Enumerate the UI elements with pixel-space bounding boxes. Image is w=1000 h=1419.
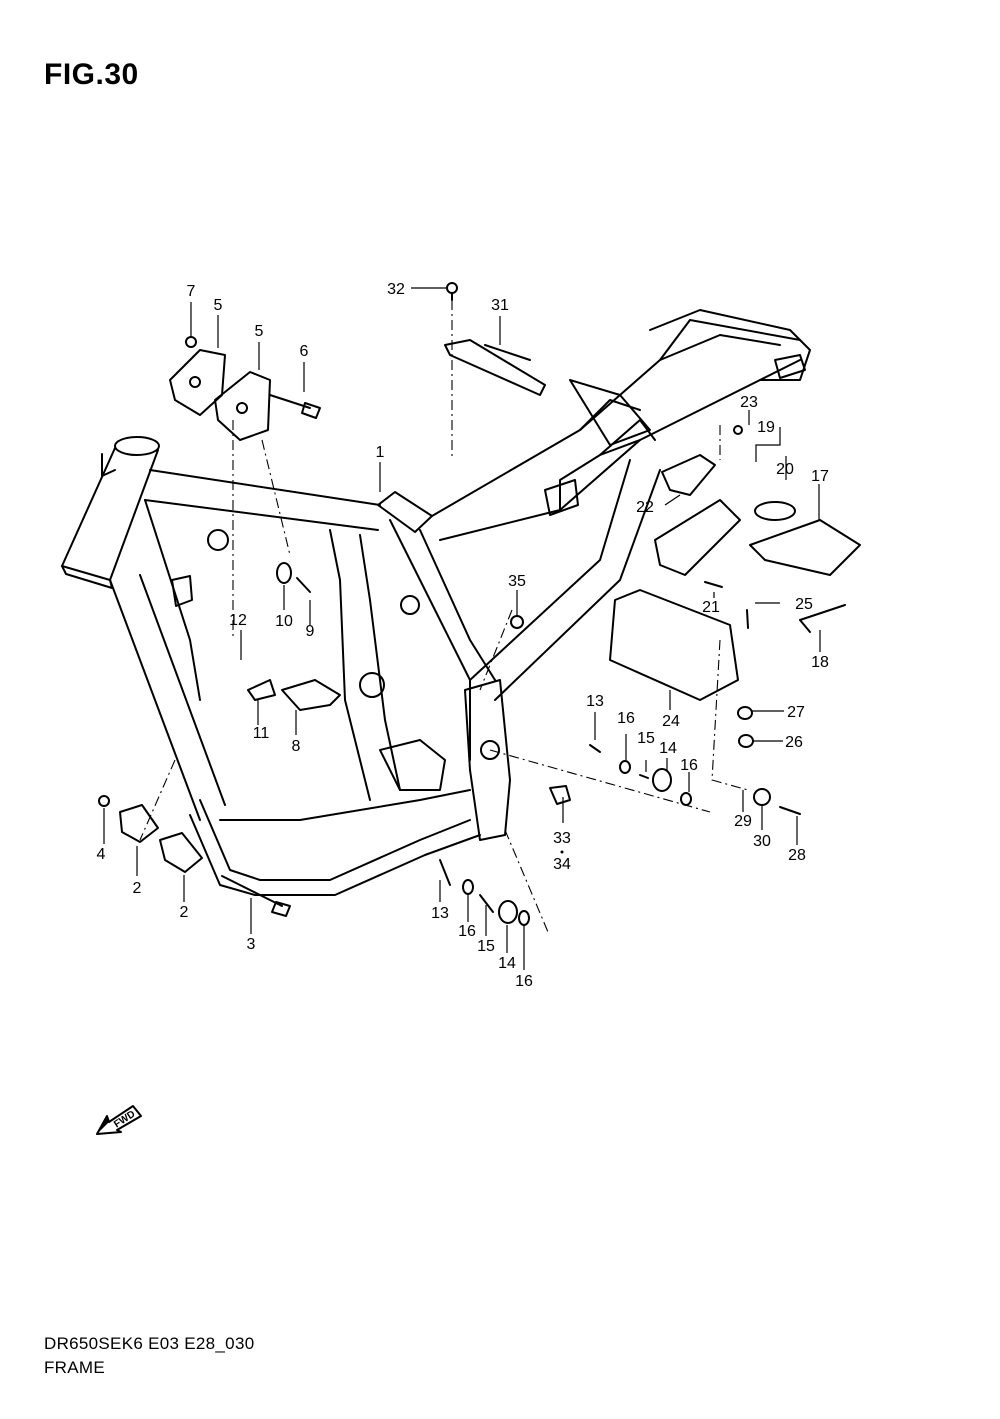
callout: 5	[214, 297, 223, 314]
callout: 25	[795, 596, 813, 613]
callout: 3	[247, 936, 256, 953]
callout: 29	[734, 813, 752, 830]
callout: 27	[787, 704, 805, 721]
callout: 18	[811, 654, 829, 671]
callout: 35	[508, 573, 526, 590]
callout: 19	[757, 419, 775, 436]
callout: 4	[97, 846, 106, 863]
callout: 31	[491, 297, 509, 314]
callout: 15	[477, 938, 495, 955]
fwd-arrow-icon: FWD	[96, 1105, 142, 1135]
lower-bracket-2a	[119, 804, 159, 843]
callout: 23	[740, 394, 758, 411]
callout: 26	[785, 734, 803, 751]
callout: 1	[376, 444, 385, 461]
callout: 28	[788, 847, 806, 864]
callout: 14	[659, 740, 677, 757]
callout: 7	[187, 283, 196, 300]
callout: 10	[275, 613, 293, 630]
callout: 32	[387, 281, 405, 298]
callout: 6	[300, 343, 309, 360]
callout: 20	[776, 461, 794, 478]
callout: 13	[431, 905, 449, 922]
callout: 14	[498, 955, 516, 972]
lower-bracket-2b	[159, 832, 203, 873]
callout: 22	[636, 499, 654, 516]
callout: 13	[586, 693, 604, 710]
side-cover-24	[609, 589, 739, 701]
main-frame-tube	[109, 309, 811, 896]
callout: 17	[811, 468, 829, 485]
callout: 12	[229, 612, 247, 629]
callout: 24	[662, 713, 680, 730]
callout: 9	[306, 623, 315, 640]
diagram-name: FRAME	[44, 1358, 105, 1377]
engine-mount-brackets	[169, 349, 271, 441]
callout: 21	[702, 599, 720, 616]
callout: 16	[680, 757, 698, 774]
callout: 16	[617, 710, 635, 727]
callout: 16	[515, 973, 533, 990]
callout: 34	[553, 856, 571, 873]
callout: 30	[753, 833, 771, 850]
diagram-code: DR650SEK6 E03 E28_030	[44, 1334, 255, 1353]
figure-title: FIG.30	[44, 58, 139, 91]
callout: 5	[255, 323, 264, 340]
callout: 2	[133, 880, 142, 897]
callout: 15	[637, 730, 655, 747]
plate-17	[749, 519, 861, 576]
callout: 2	[180, 904, 189, 921]
callout: 33	[553, 830, 571, 847]
callout: 11	[253, 725, 270, 742]
callout: 16	[458, 923, 476, 940]
steering-head-tube	[61, 436, 160, 589]
callout: 8	[292, 738, 301, 755]
